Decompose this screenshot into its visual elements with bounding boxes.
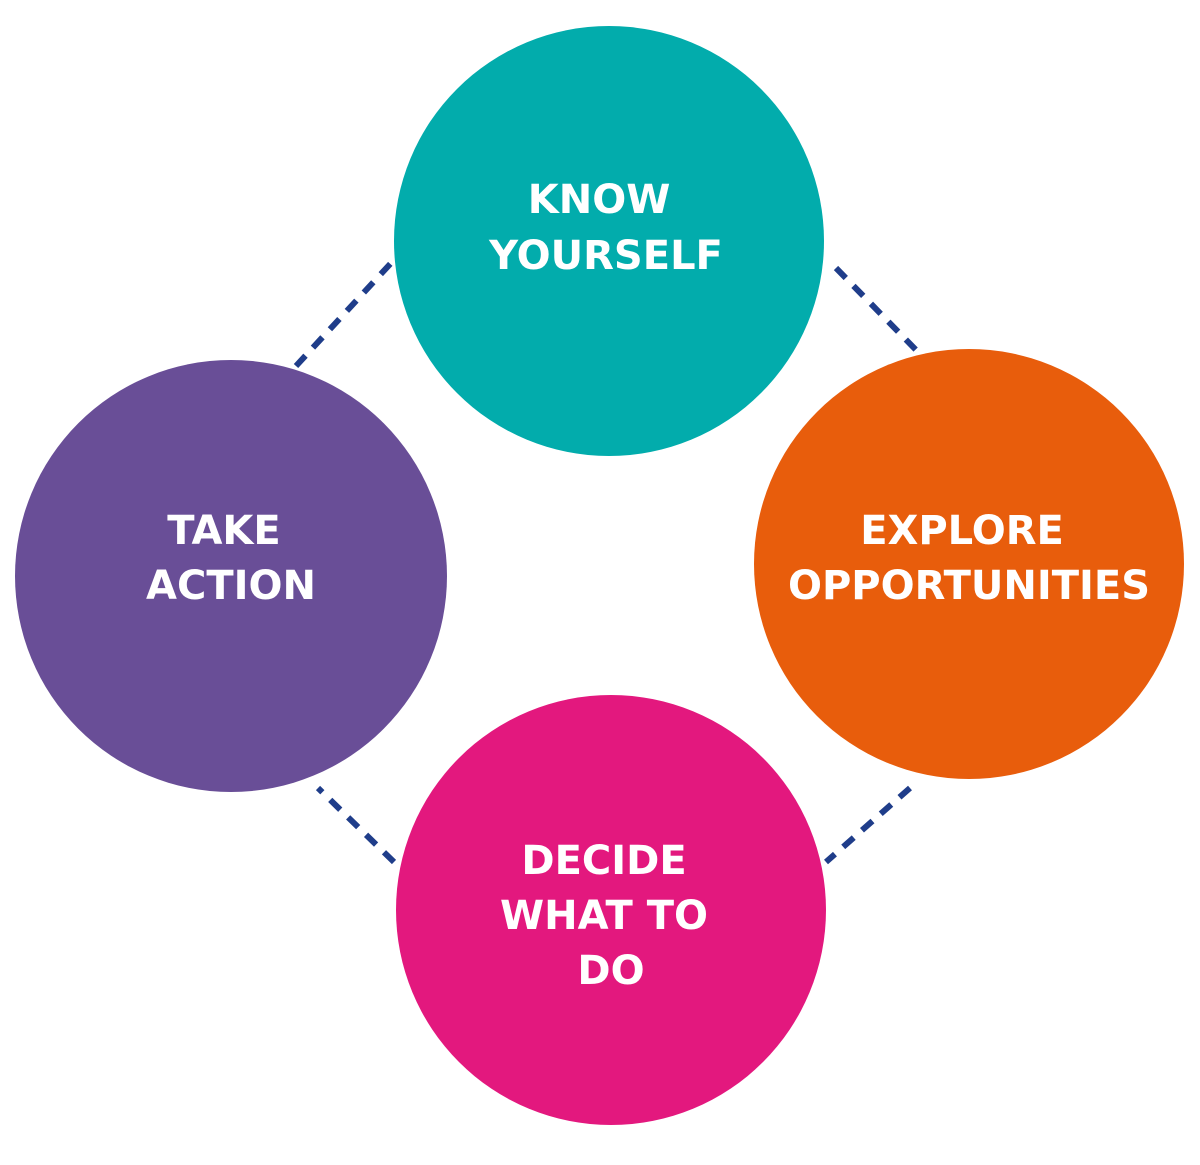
node-explore-opportunities-circle [754,349,1184,779]
label-line: OPPORTUNITIES [788,563,1150,609]
label-line: YOURSELF [488,233,723,279]
node-take-action-circle [15,360,447,792]
connector-explore-decide [824,785,912,865]
connector-decide-action [315,785,397,865]
node-know-yourself: KNOW YOURSELF [394,26,824,456]
node-decide-what-to-do-circle [396,695,826,1125]
label-line: WHAT TO [500,893,708,939]
node-take-action: TAKE ACTION [15,360,447,792]
label-line: TAKE [167,508,280,554]
node-know-yourself-circle [394,26,824,456]
connector-know-explore [833,265,921,355]
node-explore-opportunities-label: EXPLORE OPPORTUNITIES [788,508,1150,609]
node-know-yourself-label: KNOW YOURSELF [488,177,723,279]
node-take-action-label: TAKE ACTION [146,508,316,609]
label-line: ACTION [146,563,316,609]
connector-action-know [293,259,395,369]
label-line: DO [577,948,644,994]
node-decide-what-to-do-label: DECIDE WHAT TO DO [500,838,722,994]
node-decide-what-to-do: DECIDE WHAT TO DO [396,695,826,1125]
label-line: KNOW [528,177,671,223]
label-line: DECIDE [521,838,686,884]
label-line: EXPLORE [860,508,1064,554]
node-explore-opportunities: EXPLORE OPPORTUNITIES [754,349,1184,779]
